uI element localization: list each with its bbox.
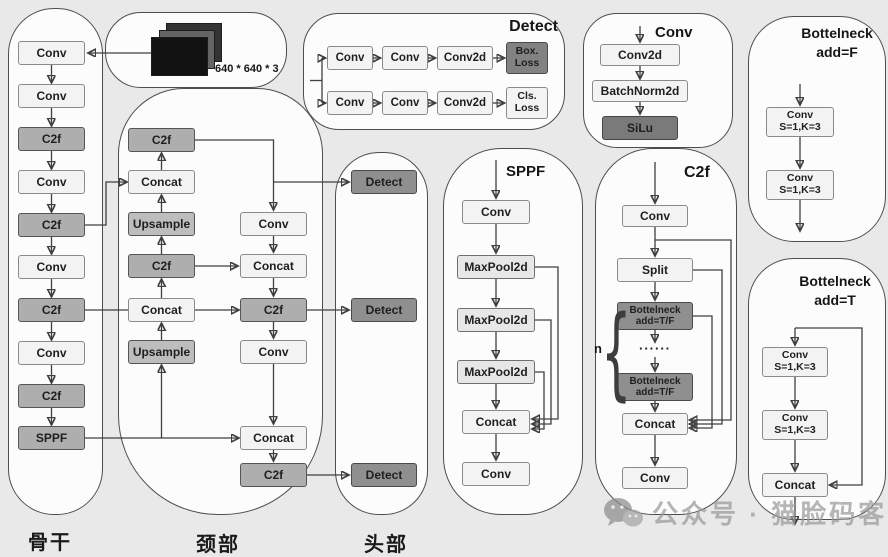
detect-row2-conv-2[interactable]: Conv (382, 91, 428, 115)
detect-row1-conv2d[interactable]: Conv2d (437, 46, 493, 70)
c2f-conv-bottom[interactable]: Conv (622, 467, 688, 489)
sppf-conv-bottom[interactable]: Conv (462, 462, 530, 486)
bottleneck-t-conv-2-line2: S=1,K=3 (774, 424, 816, 436)
sppf-concat[interactable]: Concat (462, 410, 530, 434)
cls-loss-line2: Loss (514, 102, 540, 114)
backbone-c2f-1[interactable]: C2f (18, 127, 85, 151)
bottleneck-f-conv-2[interactable]: Conv S=1,K=3 (766, 170, 834, 200)
watermark: 公众号 · 猫脸码客 (602, 494, 887, 531)
neck-concat-1[interactable]: Concat (128, 170, 195, 194)
detect-box-loss[interactable]: Box. Loss (506, 42, 548, 74)
caption-backbone: 骨干 (28, 532, 72, 554)
backbone-c2f-2[interactable]: C2f (18, 213, 85, 237)
wechat-icon (604, 497, 643, 526)
backbone-sppf[interactable]: SPPF (18, 426, 85, 450)
head-detect-3[interactable]: Detect (351, 463, 417, 487)
c2f-bottleneck-2-line2: add=T/F (635, 387, 675, 398)
caption-head: 头部 (364, 534, 408, 556)
watermark-text: 公众号 · 猫脸码客 (652, 499, 888, 529)
neck-concat-3[interactable]: Concat (240, 254, 307, 278)
bottleneck-f-conv-1-line2: S=1,K=3 (779, 121, 821, 133)
c2f-n-label: n (594, 341, 602, 356)
c2f-bottleneck-2-line1: Bottelneck (629, 375, 681, 387)
backbone-conv-2[interactable]: Conv (18, 84, 85, 108)
c2f-detail-title: C2f (684, 164, 710, 181)
backbone-conv-5[interactable]: Conv (18, 341, 85, 365)
bottleneck-f-conv-1[interactable]: Conv S=1,K=3 (766, 107, 834, 137)
cls-loss-line1: Cls. (517, 90, 537, 103)
sppf-maxpool-3[interactable]: MaxPool2d (457, 360, 535, 384)
head-detect-1[interactable]: Detect (351, 170, 417, 194)
c2f-split[interactable]: Split (617, 258, 693, 282)
conv-detail-silu[interactable]: SiLu (602, 116, 678, 140)
box-loss-line1: Box. (515, 45, 539, 58)
head-detect-2[interactable]: Detect (351, 298, 417, 322)
neck-concat-4[interactable]: Concat (240, 426, 307, 450)
bottleneck-t-conv-1-line2: S=1,K=3 (774, 361, 816, 373)
neck-c2f-mid[interactable]: C2f (128, 254, 195, 278)
sppf-maxpool-1[interactable]: MaxPool2d (457, 255, 535, 279)
c2f-bottleneck-1-line1: Bottelneck (629, 304, 681, 316)
input-size-label: 640 * 640 * 3 (215, 63, 279, 75)
detect-row2-conv2d[interactable]: Conv2d (437, 91, 493, 115)
bottleneck-f-title-line2: add=F (816, 43, 858, 60)
bottleneck-f-conv-2-line1: Conv (786, 172, 814, 185)
c2f-dots: ······ (639, 341, 671, 356)
neck-conv-down-2[interactable]: Conv (240, 340, 307, 364)
detect-detail-title: Detect (509, 18, 558, 35)
head-container (335, 152, 428, 515)
c2f-n-brace: { (601, 293, 632, 412)
c2f-conv-top[interactable]: Conv (622, 205, 688, 227)
backbone-c2f-4[interactable]: C2f (18, 384, 85, 408)
detect-row1-conv-2[interactable]: Conv (382, 46, 428, 70)
sppf-detail-title: SPPF (506, 163, 546, 180)
conv-detail-conv2d[interactable]: Conv2d (600, 44, 680, 66)
bottleneck-t-conv-2[interactable]: Conv S=1,K=3 (762, 410, 828, 440)
c2f-concat[interactable]: Concat (622, 413, 688, 435)
conv-detail-batchnorm2d[interactable]: BatchNorm2d (592, 80, 688, 102)
neck-upsample-2[interactable]: Upsample (128, 340, 195, 364)
backbone-conv-3[interactable]: Conv (18, 170, 85, 194)
bottleneck-t-title: Bottelneck add=T (790, 272, 880, 310)
backbone-conv-1[interactable]: Conv (18, 41, 85, 65)
caption-neck: 颈部 (196, 534, 240, 556)
neck-concat-2[interactable]: Concat (128, 298, 195, 322)
sppf-conv-top[interactable]: Conv (462, 200, 530, 224)
bottleneck-t-title-line1: Bottelneck (799, 273, 871, 289)
conv-detail-title: Conv (655, 24, 693, 41)
bottleneck-t-conv-1[interactable]: Conv S=1,K=3 (762, 347, 828, 377)
detect-cls-loss[interactable]: Cls. Loss (506, 87, 548, 119)
detect-row2-conv-1[interactable]: Conv (327, 91, 373, 115)
backbone-c2f-3[interactable]: C2f (18, 298, 85, 322)
bottleneck-f-conv-2-line2: S=1,K=3 (779, 184, 821, 196)
backbone-conv-4[interactable]: Conv (18, 255, 85, 279)
neck-upsample-1[interactable]: Upsample (128, 212, 195, 236)
bottleneck-f-conv-1-line1: Conv (786, 109, 814, 122)
neck-conv-down-1[interactable]: Conv (240, 212, 307, 236)
bottleneck-t-title-line2: add=T (814, 291, 856, 308)
sppf-maxpool-2[interactable]: MaxPool2d (457, 308, 535, 332)
box-loss-line2: Loss (514, 57, 540, 69)
input-image-layer-front (151, 37, 208, 76)
neck-c2f-p4[interactable]: C2f (240, 298, 307, 322)
bottleneck-f-title-line1: Bottelneck (801, 25, 873, 41)
bottleneck-f-title: Bottelneck add=F (792, 24, 882, 62)
neck-c2f-p5[interactable]: C2f (240, 463, 307, 487)
detect-row1-conv-1[interactable]: Conv (327, 46, 373, 70)
neck-c2f-top[interactable]: C2f (128, 128, 195, 152)
c2f-bottleneck-1-line2: add=T/F (635, 316, 675, 327)
